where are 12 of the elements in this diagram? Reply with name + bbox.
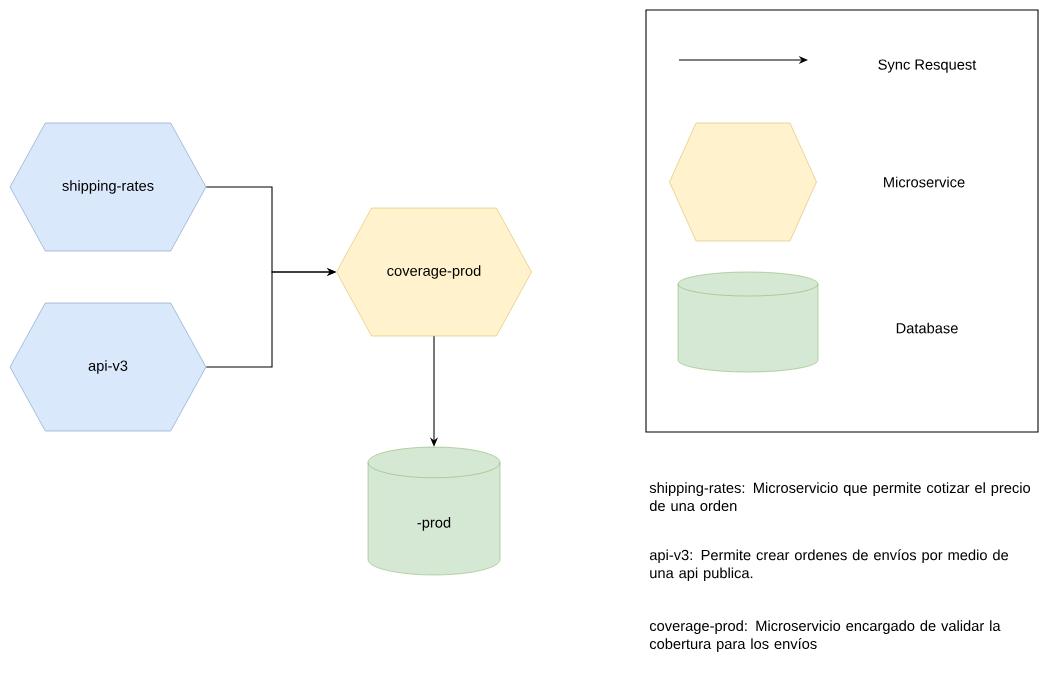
note: shipping-rates: Microservicio que permite cotizar el precio de una orden bbox=[649, 482, 1031, 512]
database-cylinder: -prod bbox=[367, 446, 501, 576]
database-cylinder bbox=[677, 271, 819, 373]
microservice-hexagon: shipping-rates bbox=[9, 122, 207, 252]
microservice-hexagon: coverage-prod bbox=[336, 207, 532, 337]
legend-label: Microservice bbox=[884, 176, 965, 188]
note: coverage-prod: Microservicio encargado de validar la cobertura para los envíos bbox=[649, 620, 1001, 652]
legend-label: Database bbox=[896, 322, 958, 334]
legend-label: Sync Resquest bbox=[878, 59, 977, 73]
note: api-v3: Permite crear ordenes de envíos por medio de una api publica. bbox=[649, 549, 1009, 582]
microservice-hexagon bbox=[669, 122, 817, 242]
microservice-hexagon: api-v3 bbox=[9, 302, 207, 432]
